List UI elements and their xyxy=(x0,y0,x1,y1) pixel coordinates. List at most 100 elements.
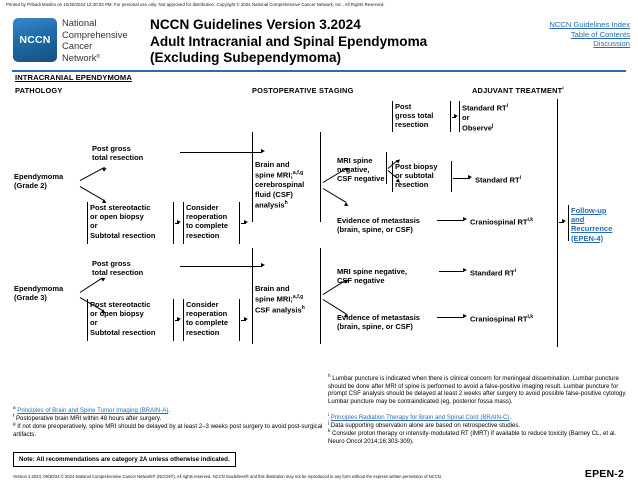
bracket-grade3-reop-left xyxy=(183,299,185,341)
grade3-consider-reoperation: Consider reoperation to complete resecti… xyxy=(186,300,229,337)
bracket-grade2-tx1-left xyxy=(459,101,461,132)
footnote-i-link[interactable]: Principles Radiation Therapy for Brain a… xyxy=(330,414,510,422)
title-line-topic: Adult Intracranial and Spinal Ependymoma xyxy=(150,33,428,49)
branch-line-grade2-down xyxy=(79,186,105,202)
nccn-logo: NCCN xyxy=(13,18,57,62)
title-line-exclusion: (Excluding Subependymoma) xyxy=(150,50,342,65)
bracket-grade3-biopsy-left xyxy=(87,299,89,341)
branch-line-grade2-up xyxy=(79,166,105,182)
print-watermark-banner: Printed by Pribadi Muslim on 10/20/2024 … xyxy=(6,2,385,7)
connector-grade3-negative-to-tx xyxy=(439,271,464,273)
connector-arrow-grade2-staging xyxy=(244,220,248,224)
bracket-grade3-reop-right xyxy=(239,299,241,341)
column-header-staging: POSTOPERATIVE STAGING xyxy=(252,86,354,95)
grade2-biopsy-subtotal: Post stereotactic or open biopsy or Subt… xyxy=(90,203,156,240)
connector-to-followup xyxy=(559,222,564,224)
grade3-staging-text: Brain and spine MRI;a,f,g CSF analysish xyxy=(255,284,305,315)
footnote-i: i Principles Radiation Therapy for Brain… xyxy=(328,412,512,422)
grade2-staging-text: Brain and spine MRI;a,f,g cerebrospinal … xyxy=(255,160,305,210)
grade2-evidence-metastasis: Evidence of metastasis (brain, spine, or… xyxy=(337,216,420,235)
connector-grade2-top-to-staging xyxy=(180,152,262,154)
connector-arrow-grade3-mets-tx xyxy=(463,314,467,318)
logo-line-comprehensive: Comprehensive xyxy=(62,28,128,40)
bracket-grade2-reop-right xyxy=(239,202,241,244)
grade2-post-biopsy-subtotal: Post biopsy or subtotal resection xyxy=(395,162,438,190)
bracket-grade2-negative-right xyxy=(386,152,388,184)
footer-legal-text: Version 3.2024, 09/30/24 © 2024 National… xyxy=(13,474,442,479)
nccn-logo-acronym: NCCN xyxy=(19,34,51,46)
grade2-standard-rt: Standard RTi xyxy=(475,175,521,185)
connector-grade2-mets-to-tx xyxy=(437,220,464,222)
grade2-post-gross-total-resection: Post gross total resection xyxy=(92,144,144,163)
bracket-grade3-staging-right xyxy=(320,248,322,344)
link-guidelines-index[interactable]: NCCN Guidelines Index xyxy=(549,20,630,29)
grade3-standard-rt: Standard RTi xyxy=(470,268,516,278)
bracket-followup-left xyxy=(568,205,570,241)
connector-grade3-reop-to-staging xyxy=(241,320,246,322)
link-table-of-contents[interactable]: Table of Contents xyxy=(570,29,630,39)
connector-arrow-grade3-staging xyxy=(244,317,248,321)
page-title: NCCN Guidelines Version 3.2024 Adult Int… xyxy=(150,17,427,67)
staging-branch-grade2-down xyxy=(322,188,347,203)
grade2-craniospinal-rt: Craniospinal RTi,k xyxy=(470,217,534,227)
grade3-post-gross-total-resection: Post gross total resection xyxy=(92,259,144,278)
connector-arrow-grade2-biopsysub-tx xyxy=(468,175,472,179)
section-title: INTRACRANIAL EPENDYMOMA xyxy=(15,73,132,82)
header-links: NCCN Guidelines Index Table of Contents … xyxy=(549,20,630,49)
footnote-a-link[interactable]: Principles of Brain and Spine Tumor Imag… xyxy=(17,407,169,415)
column-header-pathology: PATHOLOGY xyxy=(15,86,63,95)
connector-arrow-grade2-mets-tx xyxy=(463,217,467,221)
bracket-grade2-grosstotal-right xyxy=(450,101,452,132)
page-code: EPEN-2 xyxy=(584,468,624,480)
link-discussion[interactable]: Discussion xyxy=(593,39,630,49)
staging-branch-arrow-grade2-down xyxy=(343,202,350,208)
grade2-post-gross-total-sub: Post gross total resection xyxy=(395,102,434,130)
connector-grade3-top-to-staging xyxy=(180,266,262,268)
bracket-grade2-staging-left xyxy=(252,132,254,222)
bracket-grade2-grosstotal-left xyxy=(392,101,394,132)
column-header-adjuvant: ADJUVANT TREATMENTi xyxy=(472,86,564,95)
bracket-grade2-biopsy-right xyxy=(173,202,175,244)
connector-arrow-grade2-reop xyxy=(177,220,181,224)
category-note-box: Note: All recommendations are category 2… xyxy=(13,452,236,467)
footnote-k: k Consider proton therapy or intensity-m… xyxy=(328,428,617,445)
bracket-grade2-staging-right xyxy=(320,132,322,222)
branch-line-grade3-up xyxy=(79,277,103,294)
branch-arrow-grade2-up xyxy=(102,166,108,172)
connector-arrow-grade2-top xyxy=(261,149,265,153)
grade3-biopsy-subtotal: Post stereotactic or open biopsy or Subt… xyxy=(90,300,156,337)
bracket-grade3-staging-left xyxy=(252,248,254,344)
bracket-grade3-biopsy-right xyxy=(173,299,175,341)
grade3-craniospinal-rt: Craniospinal RTi,k xyxy=(470,314,534,324)
header-divider xyxy=(12,70,626,73)
footnote-f: f Postoperative brain MRI within 48 hour… xyxy=(13,413,162,423)
connector-grade2-biopsysub-to-tx xyxy=(453,178,470,180)
grade2-standard-rt-or-observe: Standard RTi or Observej xyxy=(462,103,508,133)
bracket-adjuvant-global xyxy=(557,99,559,347)
connector-arrow-followup xyxy=(562,219,566,223)
footnote-j: j Data supporting observation alone are … xyxy=(328,420,521,430)
footnote-h: h Lumbar puncture is indicated when ther… xyxy=(328,373,627,405)
grade3-mri-negative: MRI spine negative, CSF negative xyxy=(337,267,408,286)
link-followup-recurrence[interactable]: Follow-up and Recurrence (EPEN-4) xyxy=(571,206,613,243)
bracket-grade2-biopsy-left xyxy=(87,202,89,244)
connector-arrow-grade3-reop xyxy=(177,317,181,321)
connector-arrow-grade3-negative-tx xyxy=(463,268,467,272)
grade2-mri-negative: MRI spine negative, CSF negative xyxy=(337,156,385,184)
logo-line-network: Network® xyxy=(62,51,101,63)
logo-line-national: National xyxy=(62,17,97,28)
pathology-grade3-label: Ependymoma (Grade 3) xyxy=(14,284,64,303)
pathology-grade2-label: Ependymoma (Grade 2) xyxy=(14,172,64,191)
title-line-version: NCCN Guidelines Version 3.2024 xyxy=(150,17,361,32)
bracket-grade2-reop-left xyxy=(183,202,185,244)
connector-grade3-mets-to-tx xyxy=(437,317,464,319)
connector-arrow-grade2-grosstotal-tx xyxy=(454,114,458,118)
footnote-g: g If not done preoperatively, spine MRI … xyxy=(13,421,323,438)
bracket-grade2-biopsysub-left xyxy=(392,161,394,192)
grade2-consider-reoperation: Consider reoperation to complete resecti… xyxy=(186,203,229,240)
connector-arrow-grade3-top xyxy=(261,263,265,267)
logo-line-cancer: Cancer xyxy=(62,40,93,52)
footnote-a: a Principles of Brain and Spine Tumor Im… xyxy=(13,405,171,415)
connector-grade2-reop-to-staging xyxy=(241,223,246,225)
